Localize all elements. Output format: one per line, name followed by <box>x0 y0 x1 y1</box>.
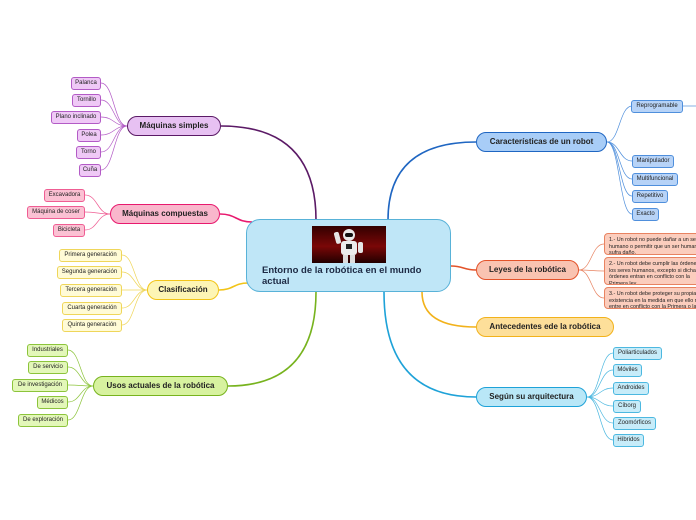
connector-ley-0 <box>579 244 604 270</box>
connector-clasificacion-1 <box>122 272 147 290</box>
subtopic-cuna[interactable]: Cuña <box>79 164 101 177</box>
connector-maquinas-simples <box>221 126 316 220</box>
topic-leyes-robotica[interactable]: Leyes de la robótica <box>476 260 579 280</box>
topic-antecedentes[interactable]: Antecedentes ede la robótica <box>476 317 614 337</box>
subtopic-zoomorficos[interactable]: Zoomórficos <box>613 417 656 430</box>
subtopic-multifuncional[interactable]: Multifuncional <box>632 173 678 186</box>
subtopic-tercera-generacion[interactable]: Tercera generación <box>60 284 122 297</box>
connector-leyes <box>451 266 476 270</box>
topic-segun-arquitectura[interactable]: Según su arquitectura <box>476 387 587 407</box>
connector-clasificacion <box>219 283 248 290</box>
subtopic-cuarta-generacion[interactable]: Cuarta generación <box>62 302 122 315</box>
subtopic-repetitivo[interactable]: Repetitivo <box>632 190 668 203</box>
subtopic-de-exploracion[interactable]: De exploración <box>18 414 68 427</box>
connector-caracteristica-3 <box>607 142 632 196</box>
subtopic-industriales[interactable]: Industriales <box>27 344 68 357</box>
connector-caracteristicas <box>388 142 476 220</box>
topic-clasificacion[interactable]: Clasificación <box>147 280 219 300</box>
connector-usos-1 <box>68 367 93 386</box>
subtopic-bicicleta[interactable]: Bicicleta <box>53 224 85 237</box>
subtopic-de-investigacion[interactable]: De investigación <box>12 379 68 392</box>
connector-usos-3 <box>68 386 93 402</box>
law-second[interactable]: 2.- Un robot debe cumplir las órdenes de… <box>604 257 696 285</box>
subtopic-palanca[interactable]: Palanca <box>71 77 101 90</box>
subtopic-tornillo[interactable]: Tornillo <box>72 94 101 107</box>
connector-arquitectura <box>384 292 476 397</box>
subtopic-plano-inclinado[interactable]: Plano inclinado <box>51 111 101 124</box>
connector-antecedentes <box>422 292 476 327</box>
subtopic-ciborg[interactable]: Cíborg <box>613 400 641 413</box>
subtopic-segunda-generacion[interactable]: Segunda generación <box>57 266 122 279</box>
law-first[interactable]: 1.- Un robot no puede dañar a un ser hum… <box>604 233 696 255</box>
central-topic-title: Entorno de la robótica en el mundo actua… <box>262 265 442 287</box>
connector-caracteristica-0 <box>607 106 632 142</box>
subtopic-moviles[interactable]: Móviles <box>613 364 642 377</box>
connector-maquinas-compuestas <box>220 214 252 222</box>
topic-caracteristicas-robot[interactable]: Características de un robot <box>476 132 607 152</box>
subtopic-primera-generacion[interactable]: Primera generación <box>59 249 122 262</box>
topic-maquinas-simples[interactable]: Máquinas simples <box>127 116 221 136</box>
connector-simple-0 <box>101 83 127 126</box>
subtopic-excavadora[interactable]: Excavadora <box>44 189 85 202</box>
subtopic-torno[interactable]: Torno <box>76 146 101 159</box>
subtopic-de-servicio[interactable]: De servicio <box>28 361 68 374</box>
topic-usos-actuales[interactable]: Usos actuales de la robótica <box>93 376 228 396</box>
subtopic-hibridos[interactable]: Híbridos <box>613 434 644 447</box>
central-topic[interactable]: Entorno de la robótica en el mundo actua… <box>246 219 451 292</box>
connector-arquitectura-0 <box>587 353 613 397</box>
subtopic-manipulador[interactable]: Manipulador <box>632 155 674 168</box>
subtopic-poliarticulados[interactable]: Poliarticulados <box>613 347 662 360</box>
connector-compuesta-0 <box>85 195 110 214</box>
robot-photo <box>312 226 386 263</box>
law-third[interactable]: 3.- Un robot debe proteger su propia exi… <box>604 287 696 309</box>
subtopic-medicos[interactable]: Médicos <box>37 396 68 409</box>
subtopic-exacto[interactable]: Exacto <box>632 208 659 221</box>
connector-usos-actuales <box>228 292 316 386</box>
subtopic-androides[interactable]: Androides <box>613 382 649 395</box>
topic-maquinas-compuestas[interactable]: Máquinas compuestas <box>110 204 220 224</box>
connector-clasificacion-3 <box>122 290 147 308</box>
connector-simple-5 <box>101 126 127 170</box>
connector-ley-2 <box>579 270 604 298</box>
subtopic-maquina-de-coser[interactable]: Máquina de coser <box>27 206 85 219</box>
subtopic-reprogramable[interactable]: Reprogramable <box>631 100 683 113</box>
subtopic-polea[interactable]: Polea <box>77 129 101 142</box>
subtopic-quinta-generacion[interactable]: Quinta generación <box>62 319 122 332</box>
connector-compuesta-2 <box>85 214 110 230</box>
connector-arquitectura-5 <box>587 397 613 440</box>
connector-usos-4 <box>68 386 93 420</box>
